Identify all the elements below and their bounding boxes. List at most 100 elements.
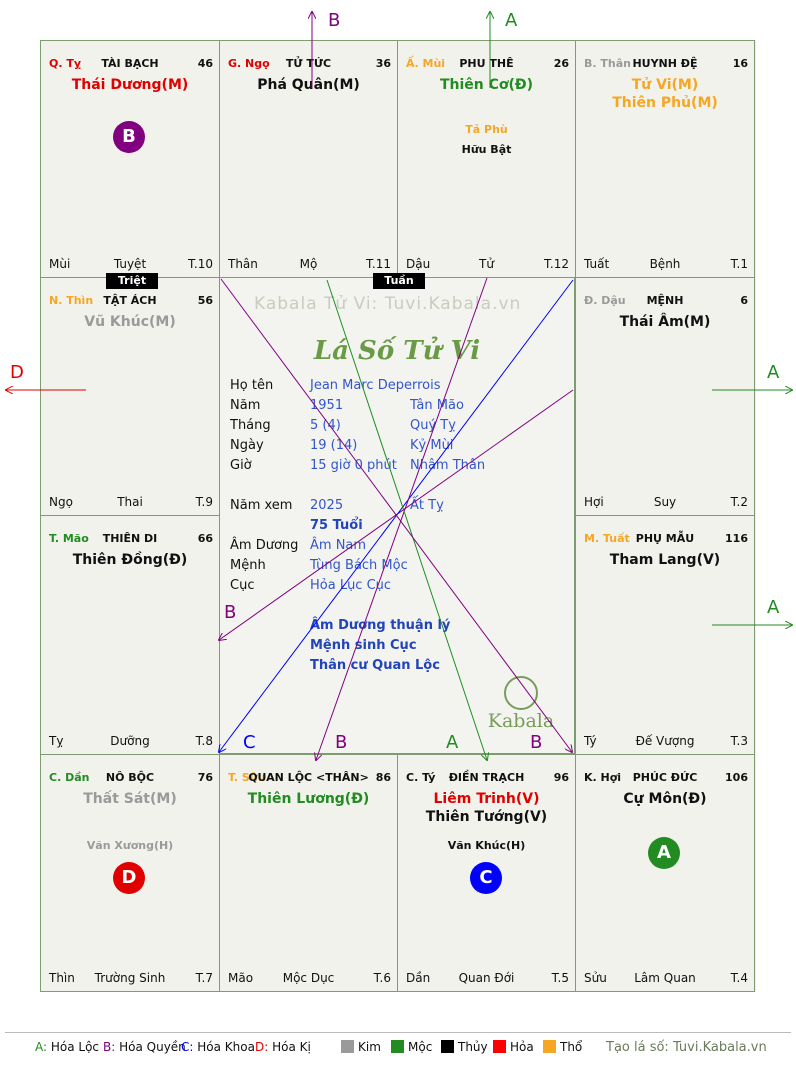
palace-branch: Mão	[228, 971, 254, 985]
site-link[interactable]: Tạo lá số: Tuvi.Kabala.vn	[606, 1040, 767, 1055]
hoa-circle-a: A	[648, 837, 680, 869]
hoa-circle-c: C	[470, 862, 502, 894]
center-title: Lá Số Tử Vi	[313, 336, 481, 366]
arrow-label-in-a: A	[446, 732, 459, 753]
palace-name: QUAN LỘC <THÂN>	[248, 771, 369, 784]
palace-can-chi: C. Tý	[406, 771, 436, 784]
palace-branch: Tý	[584, 734, 597, 748]
hoa-circle-b: B	[113, 121, 145, 153]
center-watermark: Kabala Tử Vi: Tuvi.Kabala.vn	[254, 294, 522, 314]
palace-age: 106	[725, 771, 748, 784]
palace-branch: Tỵ	[49, 734, 64, 748]
palace-branch: Tuất	[584, 257, 610, 271]
palace-stage: Đế Vượng	[635, 734, 695, 748]
major-star: Thái Dương(M)	[71, 77, 189, 93]
info-label: Tháng	[230, 418, 271, 433]
palace-age: 76	[197, 771, 213, 784]
major-star: Tử Vi(M)	[631, 77, 699, 93]
arrow-label-right-a1: A	[767, 362, 780, 383]
palace-branch: Thân	[228, 257, 258, 271]
palace-name: PHU THÊ	[459, 57, 514, 70]
major-star: Thái Âm(M)	[619, 314, 711, 330]
info-label: Cục	[230, 578, 255, 593]
major-star: Tham Lang(V)	[609, 552, 721, 568]
palace-month: T.9	[195, 495, 213, 509]
arrow-label-in-b2: B	[335, 732, 348, 753]
minor-star: Tả Phù	[465, 123, 508, 136]
info-value: 1951	[310, 398, 344, 413]
info-note: Thân cư Quan Lộc	[310, 658, 440, 673]
legend-key: A:	[35, 1040, 48, 1054]
palace-stage: Trường Sinh	[94, 971, 166, 985]
legend-key: C:	[181, 1040, 194, 1054]
hoa-circle-d: D	[113, 862, 145, 894]
palace-age: 66	[197, 532, 213, 545]
major-star: Thiên Lương(Đ)	[247, 791, 370, 807]
palace-can-chi: K. Hợi	[584, 771, 622, 784]
palace-name: TỬ TỨC	[285, 57, 332, 70]
palace-stage: Quan Đới	[458, 971, 515, 985]
info-label: Ngày	[230, 438, 264, 453]
palace-can-chi: N. Thìn	[49, 294, 94, 307]
element-swatch	[391, 1040, 404, 1053]
palace-age: 36	[375, 57, 391, 70]
tree-icon	[504, 676, 538, 710]
palace-month: T.11	[366, 257, 391, 271]
palace-month: T.6	[373, 971, 391, 985]
element-label: Kim	[358, 1040, 381, 1054]
palace-age: 96	[553, 771, 569, 784]
palace-age: 26	[553, 57, 569, 70]
palace-age: 16	[732, 57, 748, 70]
palace-month: T.2	[730, 495, 748, 509]
element-swatch	[441, 1040, 454, 1053]
legend-key: D:	[255, 1040, 269, 1054]
footer-divider	[5, 1032, 791, 1033]
legend-element-3: Hỏa	[493, 1040, 534, 1054]
info-value: Âm Nam	[310, 538, 367, 553]
info-value-2: Tân Mão	[410, 398, 464, 413]
palace-age: 86	[375, 771, 391, 784]
kabala-logo-text: Kabala	[487, 710, 555, 732]
palace-name: NÔ BỘC	[105, 771, 155, 784]
info-note: Mệnh sinh Cục	[310, 638, 417, 653]
palace-stage: Thai	[117, 495, 143, 509]
legend-hoa-1: B: Hóa Quyền	[103, 1040, 186, 1054]
element-label: Thổ	[560, 1040, 583, 1054]
palace-branch: Dần	[406, 971, 431, 985]
legend-element-4: Thổ	[543, 1040, 582, 1054]
palace-name: PHÚC ĐỨC	[632, 771, 698, 784]
legend-element-1: Mộc	[391, 1040, 432, 1054]
element-swatch	[493, 1040, 506, 1053]
palace-month: T.12	[544, 257, 569, 271]
info-value: 19 (14)	[310, 438, 358, 453]
info-label: Họ tên	[230, 378, 274, 393]
legend-element-2: Thủy	[441, 1040, 488, 1054]
info-value: 75 Tuổi	[310, 518, 363, 533]
info-value: Tùng Bách Mộc	[310, 558, 408, 573]
info-value: 2025	[310, 498, 344, 513]
info-label: Giờ	[230, 458, 252, 473]
palace-stage: Mộc Dục	[282, 971, 335, 985]
info-label: Âm Dương	[230, 538, 299, 553]
major-star: Thiên Phủ(M)	[612, 95, 718, 111]
info-value: Jean Marc Deperrois	[310, 378, 441, 393]
legend-text: Hóa Kị	[272, 1040, 311, 1054]
palace-stage: Tuyệt	[113, 257, 147, 271]
arrow-label-top-a: A	[505, 10, 518, 31]
element-label: Thủy	[458, 1040, 488, 1054]
palace-name: PHỤ MẪU	[635, 532, 695, 545]
palace-month: T.8	[195, 734, 213, 748]
palace-age: 116	[725, 532, 748, 545]
